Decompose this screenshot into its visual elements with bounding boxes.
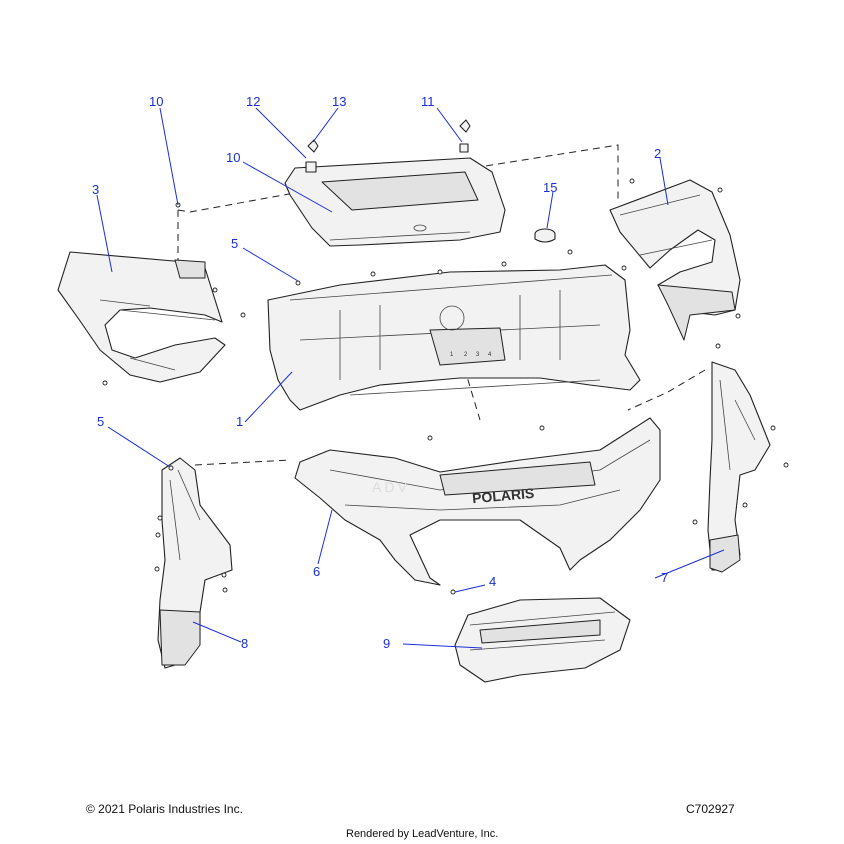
right-side-panel (609, 179, 741, 341)
leader-lines (96, 107, 725, 649)
callout-8: 8 (241, 636, 248, 651)
watermark: ADV (372, 479, 410, 495)
callout-5-lower: 5 (97, 414, 104, 429)
lower-grille (454, 597, 631, 683)
front-bumper: POLARIS (294, 417, 661, 586)
callout-5-upper: 5 (231, 236, 238, 251)
bumper-logo: POLARIS (471, 485, 534, 506)
hood (284, 157, 506, 247)
panel-number-1: 1 (450, 352, 454, 358)
hood-latch-hardware (305, 119, 471, 173)
right-fender (707, 361, 771, 573)
callout-14: 13 (332, 94, 346, 109)
left-fender (157, 457, 233, 669)
panel-number-4: 4 (488, 352, 492, 358)
rendered-by: Rendered by LeadVenture, Inc. (346, 828, 499, 840)
panel-numbers: 1 2 3 4 (450, 352, 492, 358)
callout-3: 3 (92, 182, 99, 197)
callout-1: 1 (236, 414, 243, 429)
panel-number-3: 3 (476, 352, 480, 358)
callout-13: 12 (246, 94, 260, 109)
callout-10: 10 (226, 150, 240, 165)
copyright: © 2021 Polaris Industries Inc. (86, 802, 243, 816)
callout-numbers: 10 12 13 11 10 2 3 15 5 1 5 6 4 7 9 9 8 (92, 94, 668, 651)
callout-7: 7 (661, 570, 668, 585)
panel-number-2: 2 (464, 352, 468, 358)
callout-9-label: 9 (383, 636, 390, 651)
diagram-code: C702927 (686, 802, 735, 816)
main-body-support (267, 264, 641, 411)
callout-11: 10 (149, 94, 163, 109)
callout-2: 2 (654, 146, 661, 161)
callout-12: 11 (421, 94, 435, 109)
callout-6: 6 (313, 564, 320, 579)
left-side-panel (57, 251, 226, 383)
cap (534, 228, 556, 243)
callout-15: 15 (543, 180, 557, 195)
callout-4: 4 (489, 574, 496, 589)
